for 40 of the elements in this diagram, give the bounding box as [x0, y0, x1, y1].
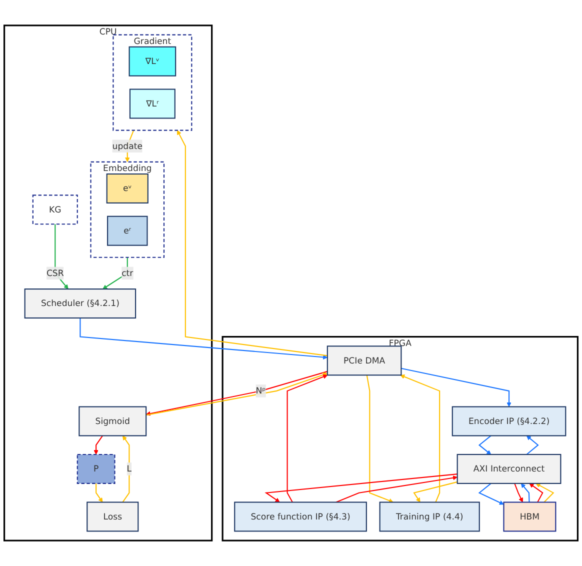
arrow: [264, 474, 458, 502]
node-box: Loss: [86, 502, 139, 532]
node-box: ∇Lʳ: [129, 88, 176, 119]
arrow: [400, 374, 440, 502]
edge-label: ctr: [122, 268, 134, 278]
arrow: [478, 435, 492, 455]
edge-label: CSR: [46, 268, 64, 278]
node-box: KG: [32, 194, 78, 225]
arrow: [80, 318, 328, 360]
node-box: AXI Interconnect: [456, 454, 562, 484]
arrow: [177, 130, 328, 356]
node-box: eʳ: [107, 216, 148, 246]
arrow: [520, 483, 530, 502]
arrow: [286, 374, 328, 502]
arrow: [94, 435, 104, 455]
arrow: [366, 375, 394, 503]
arrow: [413, 481, 458, 502]
arrow: [526, 436, 539, 455]
arrow: [96, 483, 103, 502]
node-box: eᵛ: [106, 173, 148, 204]
edge-label: Nᵖ: [256, 386, 266, 396]
edge-label: L: [126, 464, 132, 474]
arrow: [336, 476, 458, 503]
node-box: ∇Lᵛ: [128, 46, 176, 76]
node-box: HBM: [503, 502, 556, 532]
arrow: [529, 483, 544, 502]
node-box: P: [76, 454, 116, 484]
node-box: PCIe DMA: [326, 346, 402, 376]
arrow: [122, 436, 130, 503]
arrow: [54, 224, 68, 290]
edge-label: update: [112, 140, 143, 151]
arrow: [401, 368, 512, 407]
node-box: Training IP (4.4): [379, 502, 480, 532]
arrow: [536, 483, 554, 503]
node-box: Score function IP (§4.3): [234, 502, 367, 532]
arrow: [478, 483, 504, 505]
arrow: [514, 483, 524, 502]
node-box: Scheduler (§4.2.1): [24, 288, 136, 319]
node-box: Encoder IP (§4.2.2): [452, 406, 566, 436]
node-box: Sigmoid: [78, 406, 147, 436]
